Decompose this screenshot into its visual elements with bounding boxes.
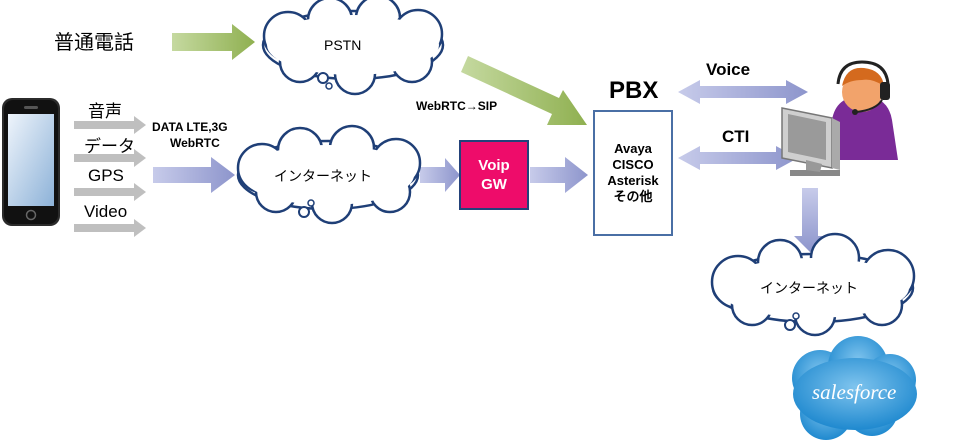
phone-to-internet-arrow	[153, 157, 235, 193]
pbx-item: Avaya	[614, 141, 652, 156]
cti-link-arrow	[678, 146, 798, 170]
internet-cloud-middle-label: インターネット	[274, 168, 372, 184]
pbx-item: Asterisk	[607, 173, 659, 188]
pbx-item: その他	[613, 189, 653, 204]
smartphone-icon	[2, 98, 60, 226]
internet-cloud-right	[710, 232, 916, 337]
video-arrow	[74, 219, 146, 237]
pbx-title: PBX	[609, 77, 659, 104]
cti-label: CTI	[722, 127, 750, 146]
pbx-box: Avaya CISCO Asterisk その他	[593, 110, 673, 236]
salesforce-logo-text: salesforce	[812, 380, 897, 404]
pstn-cloud	[261, 0, 445, 96]
data-arrow	[74, 149, 146, 167]
voice-link-arrow	[678, 80, 808, 104]
data-label: データ	[84, 137, 135, 156]
operator-icon	[781, 60, 898, 176]
voice-label: Voice	[706, 60, 751, 79]
landline-label: 普通電話	[54, 32, 134, 54]
voip-to-pbx-arrow	[530, 157, 588, 193]
voip-gateway-box: Voip GW	[459, 140, 529, 210]
audio-arrow	[74, 116, 146, 134]
operator-to-internet-arrow	[794, 188, 826, 252]
audio-label: 音声	[88, 102, 122, 121]
voip-gateway-line2: GW	[481, 176, 507, 193]
internet-to-voip-arrow	[420, 158, 460, 192]
video-label: Video	[84, 202, 128, 221]
gps-label: GPS	[88, 166, 124, 185]
pstn-cloud-label: PSTN	[324, 37, 362, 53]
internet-cloud-middle	[236, 124, 422, 225]
webrtc-label: WebRTC	[170, 136, 220, 150]
pstn-to-pbx-arrow	[461, 56, 587, 125]
pbx-item: CISCO	[612, 157, 654, 172]
salesforce-logo-icon	[792, 336, 917, 440]
landline-to-pstn-arrow	[172, 24, 255, 60]
webrtc-sip-label: WebRTC→SIP	[416, 99, 498, 113]
internet-cloud-right-label: インターネット	[760, 280, 858, 296]
gps-arrow	[74, 183, 146, 201]
data-lte-label: DATA LTE,3G	[152, 120, 228, 134]
voip-gateway-line1: Voip	[478, 157, 510, 174]
